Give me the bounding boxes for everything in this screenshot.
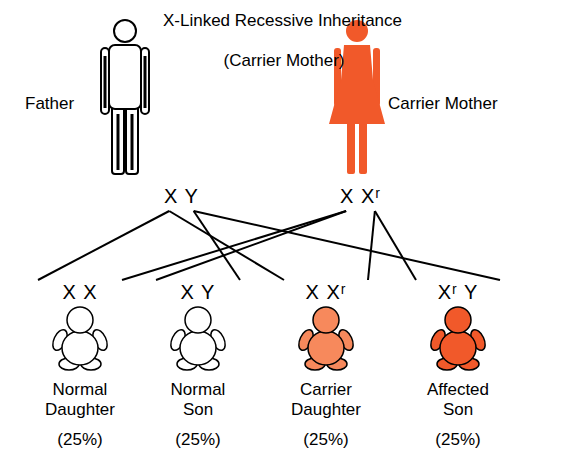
parent-label: Carrier Mother xyxy=(388,94,498,114)
inheritance-line xyxy=(38,211,169,280)
genotype: X Xʳ xyxy=(340,184,381,208)
child-label: Affected Son xyxy=(416,380,500,421)
child-label: Carrier Daughter xyxy=(284,380,368,421)
percentage: (25%) xyxy=(266,430,386,450)
affected-son-figure xyxy=(428,307,488,370)
inheritance-line xyxy=(375,211,416,280)
parent-label: Father xyxy=(25,94,74,114)
inheritance-line xyxy=(156,211,346,280)
genotype: X X xyxy=(20,280,140,304)
genotype: X Y xyxy=(164,184,199,208)
genotype: Xʳ Y xyxy=(398,280,518,304)
genotype: X Xʳ xyxy=(266,280,386,304)
mother-figure xyxy=(329,20,385,174)
inheritance-line xyxy=(194,211,500,280)
child-label: Normal Son xyxy=(156,380,240,421)
parent-node: Carrier Mother X Xʳ xyxy=(300,92,555,211)
child-node: X Y Normal Son (25%) xyxy=(138,280,260,453)
child-node: Xʳ Y Affected Son (25%) xyxy=(398,280,520,453)
child-node: X X Normal Daughter (25%) xyxy=(20,280,142,453)
subtitle: (Carrier Mother) xyxy=(0,51,565,71)
child-label: Normal Daughter xyxy=(38,380,122,421)
child-node: X Xʳ Carrier Daughter (25%) xyxy=(266,280,388,453)
percentage: (25%) xyxy=(138,430,258,450)
son-figure xyxy=(168,307,228,370)
daughter-figure xyxy=(50,307,110,370)
percentage: (25%) xyxy=(20,430,140,450)
father-figure xyxy=(101,20,149,174)
title: X-Linked Recessive Inheritance xyxy=(0,11,565,31)
inheritance-line xyxy=(368,211,375,280)
genotype: X Y xyxy=(138,280,258,304)
parent-node: Father X Y xyxy=(20,92,220,211)
carrier-daughter-figure xyxy=(296,307,356,370)
percentage: (25%) xyxy=(398,430,518,450)
inheritance-line xyxy=(122,211,346,280)
